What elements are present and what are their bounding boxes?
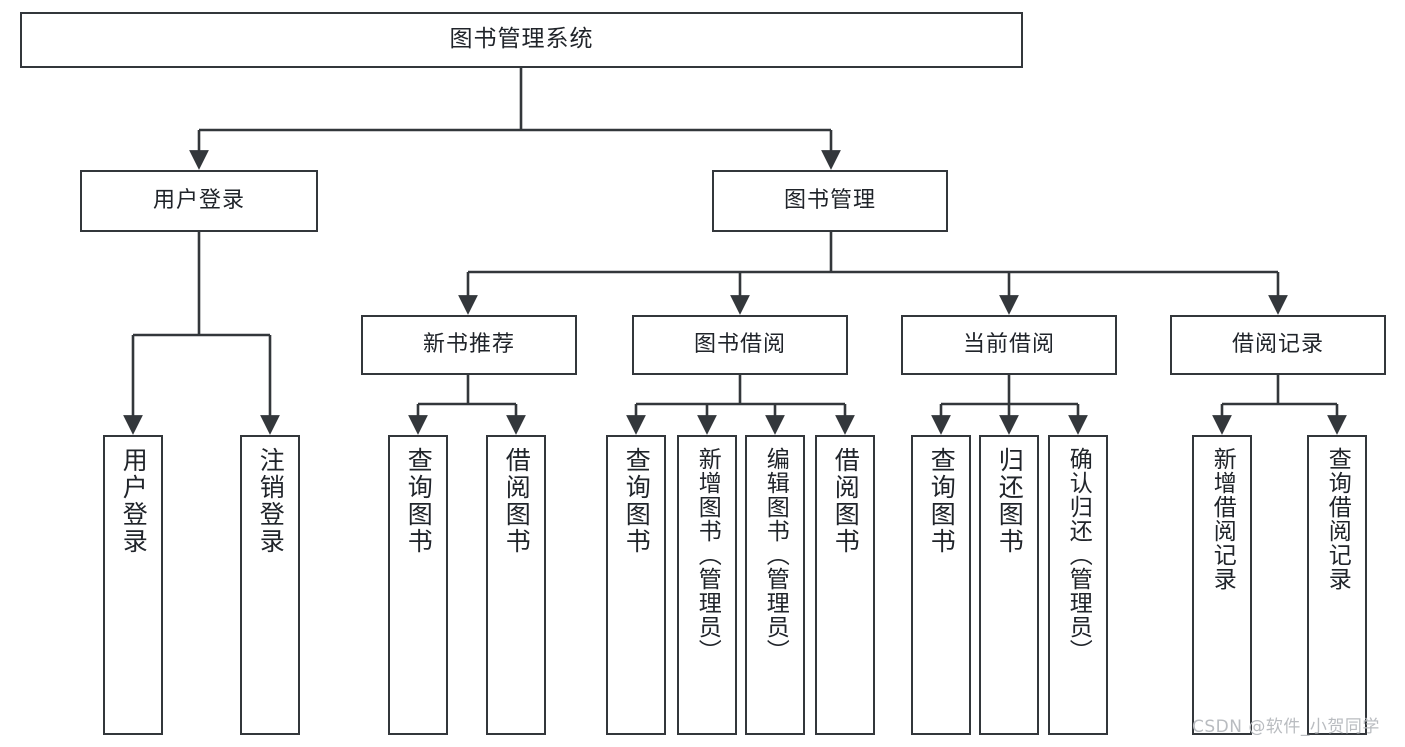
node-borrow-record-label: 借阅记录 [1231,332,1324,358]
node-leaf-borrow-add-book[interactable]: 新增图书（管理员） [677,435,737,735]
node-leaf-current-query-book[interactable]: 查询图书 [911,435,971,735]
node-leaf-user-logout-label: 注销登录 [256,447,286,555]
csdn-watermark: CSDN @软件_小贺同学 [1192,717,1380,737]
node-borrow-record[interactable]: 借阅记录 [1170,315,1386,375]
node-leaf-current-confirm-return-label: 确认归还（管理员） [1065,447,1092,663]
node-leaf-recommend-query-book[interactable]: 查询图书 [388,435,448,735]
node-leaf-record-search-label: 查询借阅记录 [1324,447,1351,591]
node-root-system-label: 图书管理系统 [449,26,594,53]
node-new-book-recommend-label: 新书推荐 [422,332,515,358]
node-book-borrow-label: 图书借阅 [693,332,786,358]
node-leaf-user-login[interactable]: 用户登录 [103,435,163,735]
node-book-manage[interactable]: 图书管理 [712,170,948,232]
node-leaf-borrow-add-book-label: 新增图书（管理员） [694,447,721,663]
node-user-login[interactable]: 用户登录 [80,170,318,232]
node-leaf-user-login-label: 用户登录 [119,447,149,555]
node-leaf-borrow-lend-book[interactable]: 借阅图书 [815,435,875,735]
node-leaf-recommend-borrow-book[interactable]: 借阅图书 [486,435,546,735]
node-current-borrow-label: 当前借阅 [962,332,1055,358]
node-leaf-current-query-book-label: 查询图书 [927,447,957,555]
node-leaf-current-return-book[interactable]: 归还图书 [979,435,1039,735]
node-leaf-current-confirm-return[interactable]: 确认归还（管理员） [1048,435,1108,735]
node-leaf-recommend-query-book-label: 查询图书 [404,447,434,555]
node-leaf-borrow-edit-book-label: 编辑图书（管理员） [762,447,789,663]
node-leaf-recommend-borrow-book-label: 借阅图书 [502,447,532,555]
node-leaf-current-return-book-label: 归还图书 [995,447,1025,555]
node-user-login-label: 用户登录 [152,188,245,214]
node-leaf-borrow-edit-book[interactable]: 编辑图书（管理员） [745,435,805,735]
node-leaf-record-add-label: 新增借阅记录 [1209,447,1236,591]
node-leaf-record-add[interactable]: 新增借阅记录 [1192,435,1252,735]
node-current-borrow[interactable]: 当前借阅 [901,315,1117,375]
node-leaf-user-logout[interactable]: 注销登录 [240,435,300,735]
node-new-book-recommend[interactable]: 新书推荐 [361,315,577,375]
node-leaf-borrow-query-book-label: 查询图书 [622,447,652,555]
node-book-borrow[interactable]: 图书借阅 [632,315,848,375]
node-root-system[interactable]: 图书管理系统 [20,12,1023,68]
node-leaf-borrow-lend-book-label: 借阅图书 [831,447,861,555]
node-leaf-borrow-query-book[interactable]: 查询图书 [606,435,666,735]
node-book-manage-label: 图书管理 [783,188,876,214]
node-leaf-record-search[interactable]: 查询借阅记录 [1307,435,1367,735]
